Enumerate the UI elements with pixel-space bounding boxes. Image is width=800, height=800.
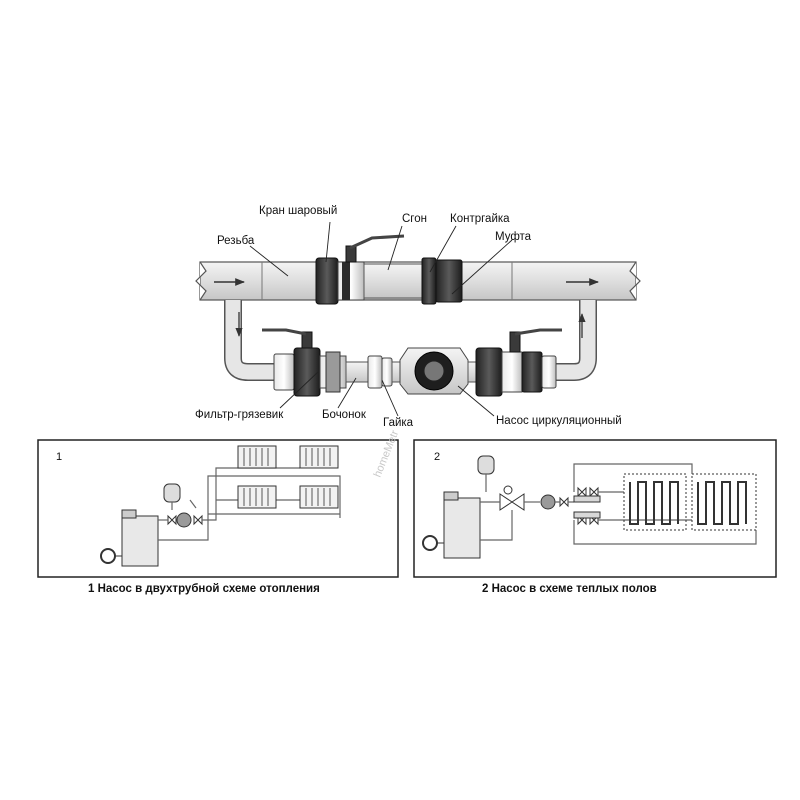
manifold-icon: [573, 495, 601, 519]
bypass-pipe-left: [224, 300, 276, 381]
expansion-tank-icon: [163, 483, 181, 503]
radiator-icons: [237, 445, 339, 509]
bypass-pipe-right: [548, 300, 597, 381]
radiator-fins: [243, 448, 331, 506]
label-barrel: Бочонок: [322, 409, 367, 421]
boiler-icon: [100, 509, 159, 567]
bypass-ball-valve-right: [475, 328, 562, 397]
bypass-ball-valve-left: [262, 328, 321, 397]
barrel: [345, 361, 369, 383]
panel-1-number: 1: [56, 451, 62, 463]
nut: [367, 355, 393, 389]
panel-1-caption: 1 Насос в двухтрубной схеме отопления: [88, 583, 320, 595]
label-coupling: Муфта: [495, 231, 532, 243]
label-circulation-pump: Насос циркуляционный: [496, 415, 622, 427]
panel-1: 1: [37, 439, 399, 578]
pump-icon: [176, 512, 192, 528]
leader-lines: [249, 221, 513, 417]
label-locknut: Контргайка: [450, 213, 510, 225]
floor-loop-icons: [623, 473, 757, 531]
valve-icons: [559, 486, 599, 526]
valve-icons: [167, 514, 203, 526]
dirt-filter: [319, 351, 347, 393]
panel-2-number: 2: [434, 451, 440, 463]
main-ball-valve: [315, 234, 405, 305]
panel-2-caption: 2 Насос в схеме теплых полов: [482, 583, 657, 595]
label-ball-valve: Кран шаровый: [259, 205, 337, 217]
label-thread: Резьба: [217, 235, 255, 247]
circulation-pump: [391, 347, 481, 395]
label-dirt-filter: Фильтр-грязевик: [195, 409, 284, 421]
label-nut: Гайка: [383, 417, 414, 429]
boiler-icon: [422, 491, 481, 559]
panel-2: 2: [413, 439, 777, 578]
expansion-tank-icon: [477, 455, 495, 475]
label-sgon: Сгон: [402, 213, 427, 225]
pump-icon: [540, 494, 556, 510]
sgon-pipe: [363, 263, 425, 299]
coupling: [435, 259, 463, 303]
